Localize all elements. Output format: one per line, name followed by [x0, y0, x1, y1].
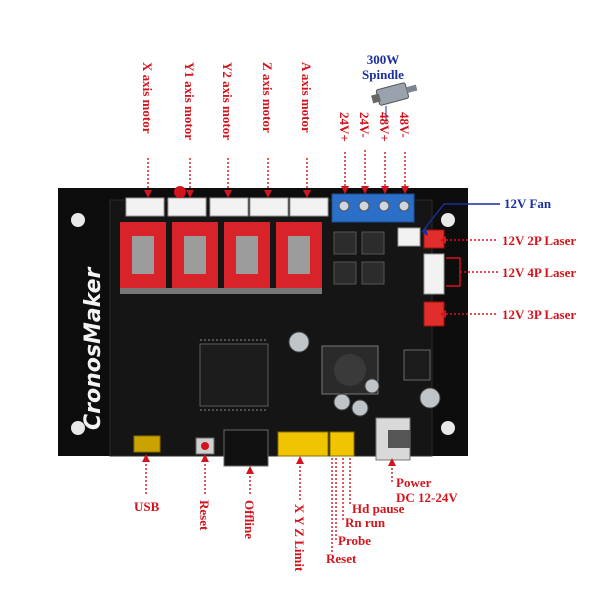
regulator [403, 349, 431, 381]
red-cap [174, 186, 186, 198]
mcu-chip [199, 343, 269, 407]
label-reset-pin: Reset [326, 551, 357, 566]
right-leader-lines [421, 203, 500, 315]
bottom-leader-lines [145, 456, 393, 552]
label-x-axis-motor: X axis motor [140, 62, 155, 134]
stepper-drivers [120, 222, 322, 288]
spindle-title: 300W Spindle [362, 52, 404, 82]
label-12v-4p-laser: 12V 4P Laser [502, 265, 577, 280]
brand-logo-text: CronosMaker [81, 267, 106, 430]
label-24v-minus: 24V- [357, 112, 372, 138]
label-xyz-limit: X Y Z Limit [292, 504, 307, 572]
top-arrowheads [144, 186, 409, 198]
mount-hole-bottom-right [441, 421, 455, 435]
fan-connector [397, 227, 421, 247]
label-offline: Offline [242, 500, 257, 539]
mount-hole-top-right [441, 213, 455, 227]
label-power-dc: DC 12-24V [396, 490, 458, 505]
mount-hole-bottom-left [71, 421, 85, 435]
mcu-pins [200, 339, 268, 411]
label-usb: USB [134, 499, 160, 514]
label-y1-axis-motor: Y1 axis motor [182, 62, 197, 140]
label-12v-2p-laser: 12V 2P Laser [502, 233, 577, 248]
capacitors [288, 331, 441, 417]
label-y2-axis-motor: Y2 axis motor [220, 62, 235, 140]
spindle-icon [371, 82, 418, 106]
dc-jack-socket [388, 430, 410, 448]
right-arrowheads [422, 228, 446, 318]
reset-button-cap [201, 442, 209, 450]
label-reset-button: Reset [197, 500, 212, 531]
usb-port [133, 435, 161, 453]
limit-pin-header [277, 431, 329, 457]
label-z-axis-motor: Z axis motor [260, 62, 275, 133]
label-48v-minus: 48V- [397, 112, 412, 138]
label-12v-3p-laser: 12V 3P Laser [502, 307, 577, 322]
mosfets [333, 231, 385, 285]
offline-header [223, 429, 269, 467]
spindle-name-label: Spindle [362, 67, 404, 82]
label-hd-pause: Hd pause [352, 501, 405, 516]
motor-connectors [125, 197, 329, 217]
label-12v-fan: 12V Fan [504, 196, 552, 211]
label-power: Power [396, 475, 432, 490]
mount-hole-top-left [71, 213, 85, 227]
label-probe: Probe [338, 533, 371, 548]
top-leader-lines [147, 150, 406, 196]
label-48v-plus: 48V+ [377, 112, 392, 142]
bottom-arrowheads [142, 454, 396, 474]
driver-pins [120, 288, 322, 294]
label-rn-run: Rn run [345, 515, 386, 530]
label-a-axis-motor: A axis motor [299, 62, 314, 133]
spindle-power-label: 300W [366, 52, 400, 67]
terminal-screws [338, 200, 410, 212]
inductor-core [334, 354, 366, 386]
label-24v-plus: 24V+ [337, 112, 352, 142]
laser-4p-connector [423, 253, 445, 295]
control-pin-header [329, 431, 355, 457]
